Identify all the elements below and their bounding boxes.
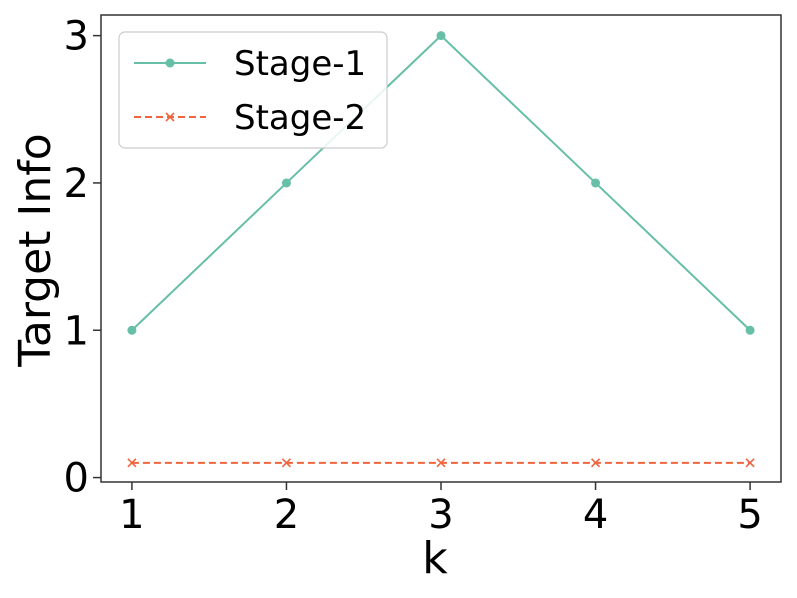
x-axis: 1 2 3 4 5 xyxy=(119,482,763,538)
data-point-stage-1 xyxy=(127,325,137,335)
y-tick-label: 0 xyxy=(64,456,89,502)
x-tick-label: 4 xyxy=(583,492,608,538)
y-axis-title: Target Info xyxy=(10,133,61,367)
data-point-stage-1 xyxy=(591,178,601,188)
data-point-stage-2 xyxy=(436,458,446,468)
series-layer xyxy=(127,31,755,468)
data-point-stage-2 xyxy=(127,458,137,468)
data-point-stage-2 xyxy=(745,458,755,468)
y-tick-label: 1 xyxy=(64,308,89,354)
legend-marker-stage-1 xyxy=(165,58,175,68)
x-tick-label: 5 xyxy=(737,492,762,538)
data-point-stage-1 xyxy=(745,325,755,335)
x-axis-title: k xyxy=(422,533,448,584)
x-tick-label: 2 xyxy=(274,492,299,538)
legend-box xyxy=(118,31,388,149)
data-point-stage-2 xyxy=(590,458,601,468)
y-tick-label: 3 xyxy=(64,14,89,60)
y-axis: 0 1 2 3 xyxy=(64,14,101,502)
legend-label-stage-2: Stage-2 xyxy=(234,98,366,138)
data-point-stage-2 xyxy=(281,458,292,468)
data-point-stage-1 xyxy=(281,178,291,188)
legend-marker-stage-2 xyxy=(165,112,175,122)
x-tick-label: 3 xyxy=(428,492,453,538)
data-point-stage-1 xyxy=(436,31,446,41)
legend-label-stage-1: Stage-1 xyxy=(234,44,366,84)
y-tick-label: 2 xyxy=(64,161,89,207)
x-tick-label: 1 xyxy=(119,492,144,538)
